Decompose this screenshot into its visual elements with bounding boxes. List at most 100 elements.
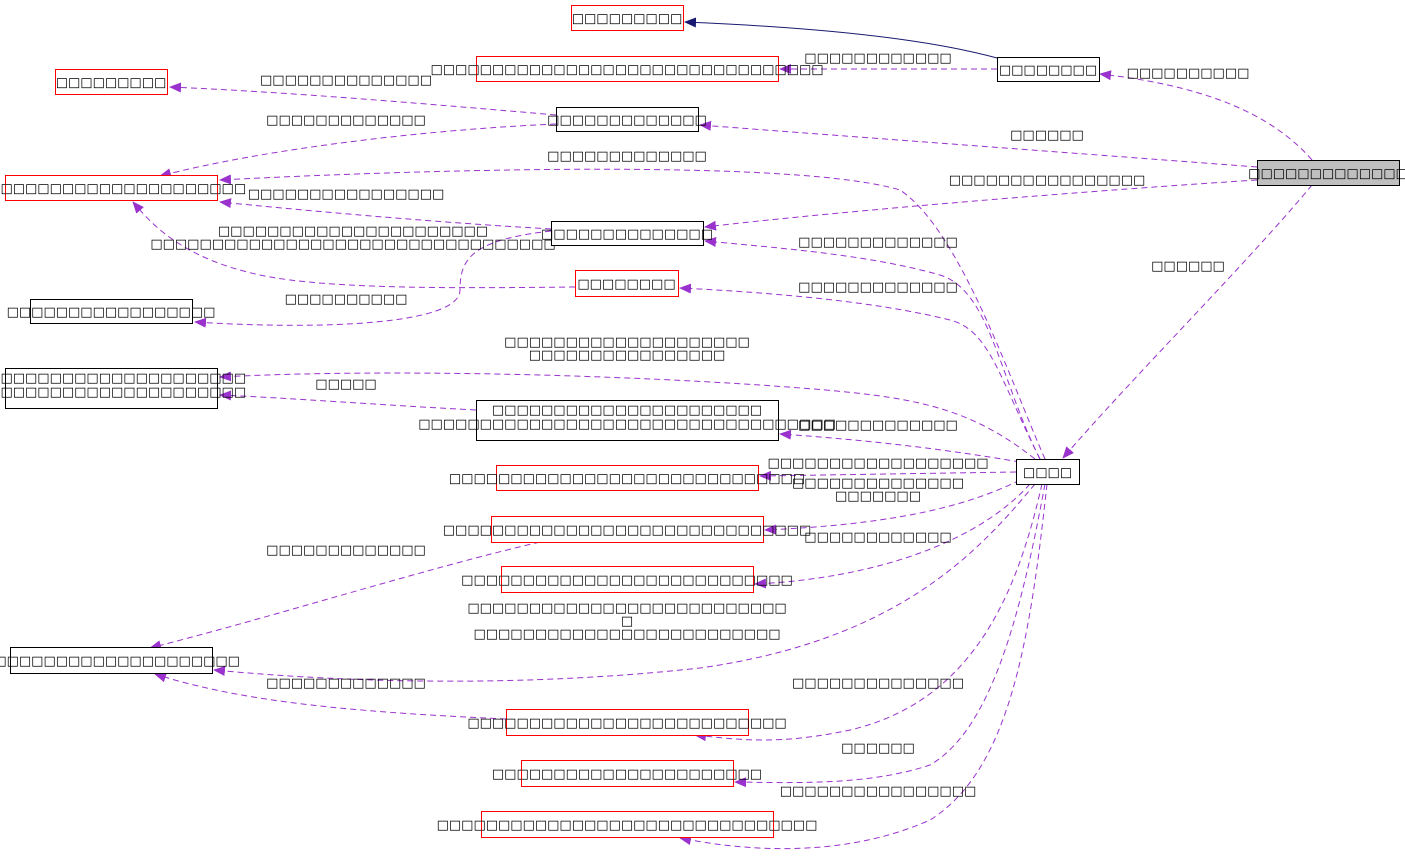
node-n-center-two-line[interactable]: □□□□□□□□□□□□□□□□□□□□□□□□□□□□□□□□□□□□□□□□… <box>418 400 836 441</box>
node-box <box>476 400 779 441</box>
node-label: □□□□□□□□□□□□□□□□□□□□□□ <box>0 182 246 197</box>
node-label: □□□□□□□□ <box>999 63 1097 78</box>
edge-n_focus-to-n_center_a <box>699 120 1258 168</box>
node-label-line: □□□□□□□□□□□□□□□□□□□□□□ <box>492 767 762 782</box>
node-label-line: □□□□□□□□□□□□□□□□□□□□□□ <box>0 182 246 197</box>
node-n-red-row-2[interactable]: □□□□□□□□□□□□□□□□□□□□□□□□□□□□□□ <box>443 516 811 543</box>
node-box <box>575 270 679 297</box>
node-n-red-row-5[interactable]: □□□□□□□□□□□□□□□□□□□□□□ <box>492 760 762 787</box>
edge-label-line: □□□□□□□□□□□□ <box>804 51 951 66</box>
edge-n_focus-to-n_right_mid <box>1099 70 1313 161</box>
edges-layer <box>132 17 1313 850</box>
node-n-left-black-3[interactable]: □□□□□□□□□□□□□□□□□□□□□ <box>0 647 240 674</box>
edge-label-line: □□□□□□□□□□□□□ <box>547 149 707 164</box>
edge-label-line: □□□□□□□□□□□□□ <box>266 113 426 128</box>
node-label-line: □□□□□□□□□□□□□□□□□□□□□□□□□□□□□□□□ <box>430 63 823 78</box>
node-box <box>1257 160 1400 186</box>
edge-label: □□□□□□□□□□□□ <box>804 530 951 545</box>
node-label-line: □□□□□□□□□□□□□□□□□□□□□□ <box>0 385 246 400</box>
edge-label: □□□□□□□□□□□□□ <box>798 280 958 295</box>
node-box <box>10 647 213 674</box>
edge-n_focus-to-n_center_b <box>704 179 1258 231</box>
node-label: □□□□ <box>1023 466 1072 481</box>
edge-label-line: □□□□□□ <box>1151 259 1225 274</box>
edge-n_center_b-to-n_left_black_1 <box>194 230 552 328</box>
node-box <box>481 811 774 838</box>
edge-n_hub-to-n_red_row_5 <box>734 483 1046 788</box>
edge-label-line: □□□□□□□□□□□□□□□□□□□□□□ <box>218 224 488 239</box>
edge-label: □□□□□□□□□□□□□ <box>266 113 426 128</box>
node-label: □□□□□□□□□□□□□□ <box>541 227 713 242</box>
node-n-left-black-1[interactable]: □□□□□□□□□□□□□□□□□ <box>7 299 216 324</box>
node-box <box>491 516 764 543</box>
edge-label: □□□□□□ <box>841 741 915 756</box>
edge-n_hub-to-n_left_black_2 <box>219 371 1036 460</box>
edge-label-line: □□□□□□□□□□□□□□ <box>792 676 964 691</box>
node-n-left-red-long[interactable]: □□□□□□□□□□□□□□□□□□□□□□ <box>0 175 246 201</box>
node-box <box>571 5 684 31</box>
node-label: □□□□□□□□□□□□□□□□□□□□□□□□□□□□□□□□□□□□□□□□… <box>418 403 836 432</box>
node-label: □□□□□□□□□□□□□□□□□□□□□□□□□□□ <box>461 573 793 588</box>
edge-label: □□□□□ <box>315 377 376 392</box>
nodes-layer: □□□□□□□□□□□□□□□□□□□□□□□□□□□□□□□□□□□□□□□□… <box>0 5 1405 838</box>
node-label-line: □□□□□□□□□□□□□□□□□□□□□□□□□□□□□□□□□□ <box>418 417 836 432</box>
edge-label-line: □□□□□□ <box>841 741 915 756</box>
edge-label-line: □□□□□□□□□□□□□ <box>266 676 426 691</box>
node-n-left-red-small[interactable]: □□□□□□□□□ <box>55 69 168 95</box>
edge-label: □□□□□□□□□□□□□□□□ <box>949 173 1146 188</box>
node-n-red-row-6[interactable]: □□□□□□□□□□□□□□□□□□□□□□□□□□□□□□□ <box>437 811 818 838</box>
node-label-line: □□□□□□□□□□□□□□□□□□□□□□□□□□□□□□□ <box>437 818 818 833</box>
node-label: □□□□□□□□ <box>577 277 675 292</box>
edge-label: □□□□□□□□□□□□□ <box>798 418 958 433</box>
edge-label-line: □□□□□□□□□□□□□ <box>798 280 958 295</box>
node-label-line: □□□□□□□□□□□□□□ <box>541 227 713 242</box>
node-n-long-red-1[interactable]: □□□□□□□□□□□□□□□□□□□□□□□□□□□□□□□□ <box>430 56 824 82</box>
edge-n_red_row_2-to-n_left_black_3 <box>149 541 541 651</box>
edge-label-line: □□□□□□□□□□□□ <box>804 530 951 545</box>
edge-label: □□□□□□ <box>1151 259 1225 274</box>
node-box <box>30 299 193 324</box>
node-n-top-red[interactable]: □□□□□□□□□ <box>571 5 684 31</box>
edge-label-line: □□□□□□□□□□□□□□□□ <box>780 784 977 799</box>
edge-label-line: □□□□□□ <box>1010 128 1084 143</box>
node-n-red-row-3[interactable]: □□□□□□□□□□□□□□□□□□□□□□□□□□□ <box>461 566 793 593</box>
node-n-right-mid[interactable]: □□□□□□□□ <box>997 57 1100 82</box>
node-box <box>521 760 734 787</box>
node-label: □□□□□□□□□□□□□□□□□□□□□□ <box>492 767 762 782</box>
edge-label-line: □□□□□□□□□□□□□ <box>798 235 958 250</box>
node-label-line: □□□□□□□□□ <box>572 12 683 27</box>
node-n-center-red-small[interactable]: □□□□□□□□ <box>575 270 679 297</box>
edge-label-line: □□□□□□□□□□ <box>285 292 408 307</box>
edge-n_hub-to-n_red_row_4 <box>694 483 1043 742</box>
node-label: □□□□□□□□□□□□□□□□□□□□□ <box>0 654 240 669</box>
node-label-line: □□□□□□□□□□□□□□□□□□□□□□ <box>0 371 246 386</box>
node-label-line: □□□□□□□□□□□□□□□□□□□□□□ <box>492 403 762 418</box>
node-n-hub[interactable]: □□□□ <box>1016 459 1080 485</box>
node-label-line: □□□□ <box>1023 466 1072 481</box>
edge-label-line: □□□□□□□□□□□□□□□□ <box>529 348 726 363</box>
node-label-line: □□□□□□□□□□□□□□□□□□□□□ <box>0 654 240 669</box>
node-label: □□□□□□□□□□□□□□□□□□□□□□□□□□□□□□□ <box>437 818 818 833</box>
node-label: □□□□□□□□□□□□□□□□□□□□□□□□□□□□□□□□ <box>430 63 823 78</box>
edge-n_red_row_4-to-n_left_black_3 <box>154 672 507 720</box>
node-n-red-row-4[interactable]: □□□□□□□□□□□□□□□□□□□□□□□□□□ <box>467 709 787 736</box>
node-n-center-b[interactable]: □□□□□□□□□□□□□□ <box>541 221 713 246</box>
edge-label: □□□□□□□□□□□□ <box>804 51 951 66</box>
node-n-left-black-2[interactable]: □□□□□□□□□□□□□□□□□□□□□□□□□□□□□□□□□□□□□□□□… <box>0 368 246 409</box>
node-box <box>5 368 218 409</box>
node-label-line: □□□□□□□□□□□□□□□□□□□□□□□□□□ <box>467 716 786 731</box>
node-label-line: □□□□□□□□□□□□□□□□□□□□□□□□□□□□□□ <box>443 523 811 538</box>
node-box <box>506 709 749 736</box>
edge-label-line: □□□□□□□□□□□□□□□□□□□□□□□□□□ <box>467 601 786 616</box>
edge-label-line: □□□□□□□□□□□□□ <box>266 543 426 558</box>
node-n-center-a[interactable]: □□□□□□□□□□□□□ <box>547 107 707 132</box>
edge-label: □□□□□□□□□□□□□□□□□□□□□□□□□□□□□□□□□□□□□□□□… <box>150 224 555 252</box>
edge-n_center_two_line-to-n_left_black_2 <box>219 390 477 411</box>
node-n-red-row-1[interactable]: □□□□□□□□□□□□□□□□□□□□□□□□□□□□□ <box>449 465 805 491</box>
edge-label: □□□□□□□□□□□□□ <box>798 235 958 250</box>
edge-label-line: □□□□□□□□□□□□□□□□ <box>949 173 1146 188</box>
edge-labels-layer: □□□□□□□□□□□□□□□□□□□□□□□□□□□□□□□□□□□□□□□□… <box>150 51 1249 799</box>
node-label: □□□□□□□□□□□□□□□□□□□□□□□□□□ <box>467 716 786 731</box>
node-n-focus[interactable]: □□□□□□□□□□□□□ <box>1248 160 1405 186</box>
